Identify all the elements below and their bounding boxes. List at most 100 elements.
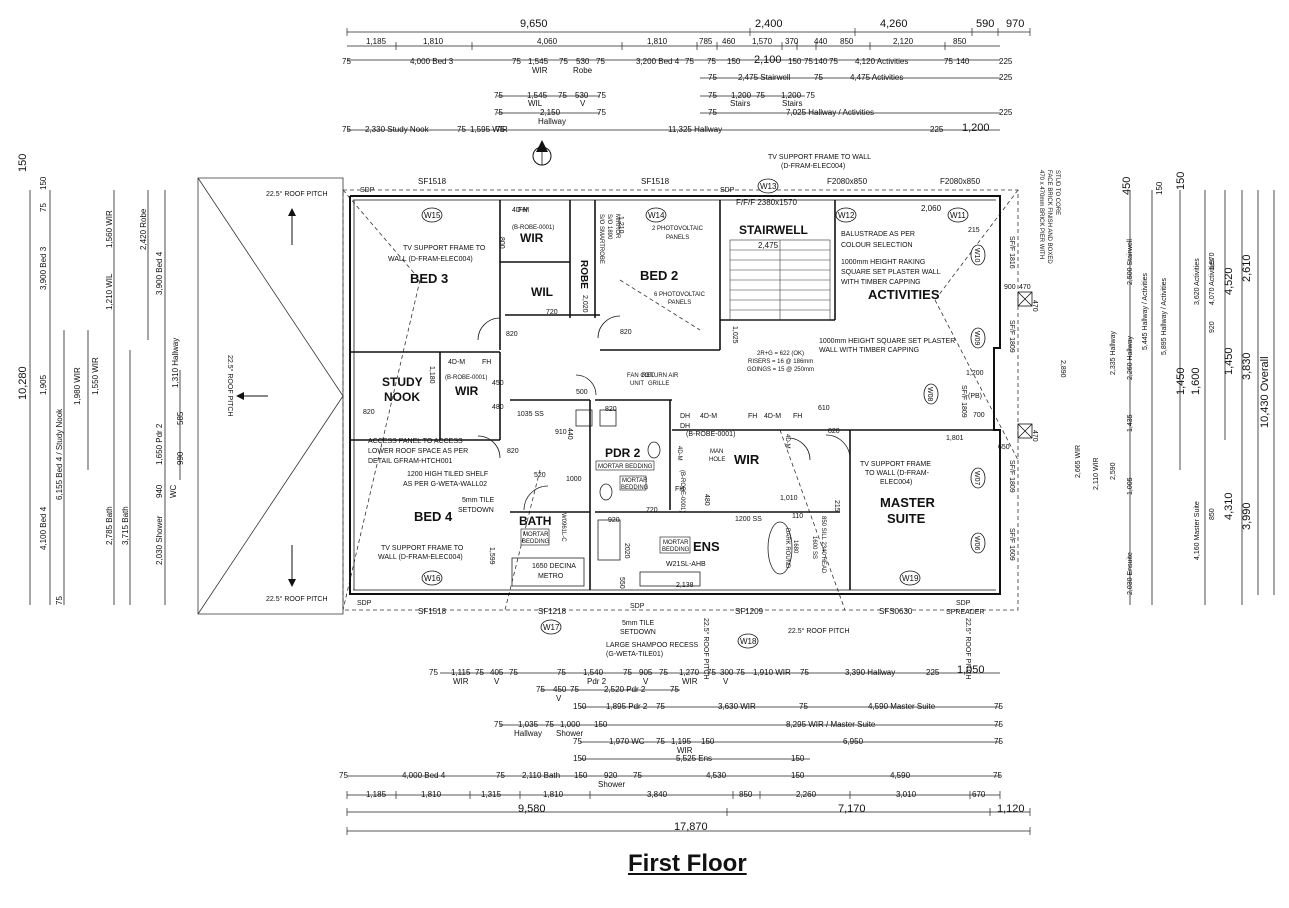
svg-text:215: 215 [833,500,840,512]
dim-right: 920 [1209,321,1216,333]
svg-text:2,890: 2,890 [1059,360,1066,378]
svg-text:SETDOWN: SETDOWN [458,507,494,514]
svg-text:SF1209: SF1209 [735,607,764,616]
dim-top: 2,100 [754,54,782,66]
dim-top: 2,475 Stairwell [738,73,791,82]
dim-top: 1,200 [962,122,990,134]
dim-right: 4,070 Activities [1209,258,1216,305]
room-pdr2: PDR 2 [605,446,641,460]
mortar-bedding-tag: MORTAR BEDDING [659,536,691,554]
dim-left: 1,560 WIR [105,210,114,248]
dim-top: 440 [814,37,828,46]
window-tag: W10 [970,244,986,266]
dim-left: 75 [55,596,64,605]
svg-text:1650 DECINA: 1650 DECINA [532,563,576,570]
svg-text:2020: 2020 [623,543,630,559]
dim-left: 1,550 WIR [91,357,100,395]
dim-top: Stairs [730,99,750,108]
dim-right: 150 [1175,172,1187,190]
dim-bottom: 75 [707,668,716,677]
dim-bottom: 1,035 [518,720,539,729]
roof-pitch-arrows [236,208,296,587]
svg-text:1035 SS: 1035 SS [517,411,544,418]
svg-text:FACE BRICK FINISH AND BOXED: FACE BRICK FINISH AND BOXED [1046,170,1052,264]
dim-top: 1,545 [527,91,548,100]
dim-top: 75 [597,108,606,117]
dim-bottom: 1,910 WIR [753,668,791,677]
dim-top: 4,260 [880,18,908,30]
dim-bottom: 75 [659,668,668,677]
svg-text:820: 820 [363,409,375,416]
svg-text:F2080x850: F2080x850 [827,177,868,186]
dim-bottom: V [643,677,649,686]
dim-right: 10,430 Overall [1259,356,1271,428]
svg-text:4D-M: 4D-M [700,413,717,420]
dim-top: 75 [708,108,717,117]
dim-bottom: 75 [799,702,808,711]
svg-text:1,599: 1,599 [488,547,495,565]
svg-text:SF/F 1816: SF/F 1816 [1008,236,1015,269]
dim-top: 9,650 [520,18,548,30]
dim-top: 75 [559,57,568,66]
right-dimension-lines [1129,190,1275,605]
dim-bottom: 75 [994,702,1003,711]
dim-bottom: 3,390 Hallway [845,668,895,677]
svg-text:STUD TO CORE: STUD TO CORE [1054,170,1060,215]
svg-text:SF1518: SF1518 [641,177,670,186]
svg-text:W21SL-AHB: W21SL-AHB [666,561,706,568]
svg-text:(B-ROBE-0001): (B-ROBE-0001) [679,470,685,512]
dim-bottom: 150 [791,771,805,780]
svg-text:SPREADER: SPREADER [946,609,985,616]
svg-text:910: 910 [555,429,567,436]
svg-text:MORTAR: MORTAR [523,532,549,538]
svg-text:PANELS: PANELS [666,235,689,241]
svg-text:920: 920 [608,517,620,524]
dim-bottom: 75 [509,668,518,677]
room-bed3: BED 3 [410,271,448,286]
dim-top: Hallway [538,117,566,126]
dim-top: 785 [699,37,713,46]
dim-top: 75 [804,57,813,66]
svg-text:450: 450 [492,380,504,387]
svg-text:GOINGS = 15 @ 250mm: GOINGS = 15 @ 250mm [747,367,814,373]
dim-bottom: 1,115 [451,668,471,677]
dim-bottom: 75 [994,720,1003,729]
dim-right: 2,665 WIR [1075,445,1082,478]
svg-text:610: 610 [818,405,830,412]
dim-bottom: 1,270 [679,668,700,677]
svg-text:550: 550 [618,577,625,589]
window-tag: W07 [970,467,986,489]
svg-text:4D-M: 4D-M [676,446,682,461]
dim-bottom: 75 [736,668,745,677]
plan-annotations: SF1518 SF1518 SF1518 SF1218 SF1209 SFS06… [226,154,1066,680]
dim-top: 225 [999,108,1013,117]
svg-text:FH: FH [675,486,684,493]
dim-top: 7,025 Hallway / Activities [786,108,874,117]
dim-right: 1,005 [1127,477,1134,495]
dim-bottom: 1,810 [421,790,442,799]
svg-text:5mm TILE: 5mm TILE [462,497,494,504]
window-tag: W08 [923,383,939,405]
dim-bottom: 75 [656,702,665,711]
mortar-bedding-tag: MORTAR BEDDING [619,475,649,491]
dim-bottom: 5,525 Ens [676,754,712,763]
dim-top: 75 [944,57,953,66]
floor-title: First Floor [628,850,747,877]
svg-text:2,138: 2,138 [676,582,694,589]
svg-text:W0961L-C: W0961L-C [560,513,566,542]
svg-text:22.5° ROOF PITCH: 22.5° ROOF PITCH [226,355,234,417]
svg-text:TV SUPPORT FRAME: TV SUPPORT FRAME [860,461,931,468]
svg-text:820: 820 [506,331,518,338]
dim-top: 75 [707,57,716,66]
room-suite: SUITE [887,511,926,526]
dim-top: 4,060 [537,37,558,46]
svg-text:22.5° ROOF PITCH: 22.5° ROOF PITCH [788,627,850,635]
svg-text:1200 SS: 1200 SS [735,516,762,523]
svg-text:650: 650 [998,444,1010,451]
svg-text:FH: FH [748,413,757,420]
svg-text:METRO: METRO [538,573,564,580]
svg-text:BEDDING: BEDDING [522,539,550,545]
svg-text:MORTAR: MORTAR [622,478,648,484]
dim-top: V [580,99,586,108]
window-tags: W15 W14 W13 W12 W11 W10 W09 W08 W07 W06 … [421,178,986,649]
